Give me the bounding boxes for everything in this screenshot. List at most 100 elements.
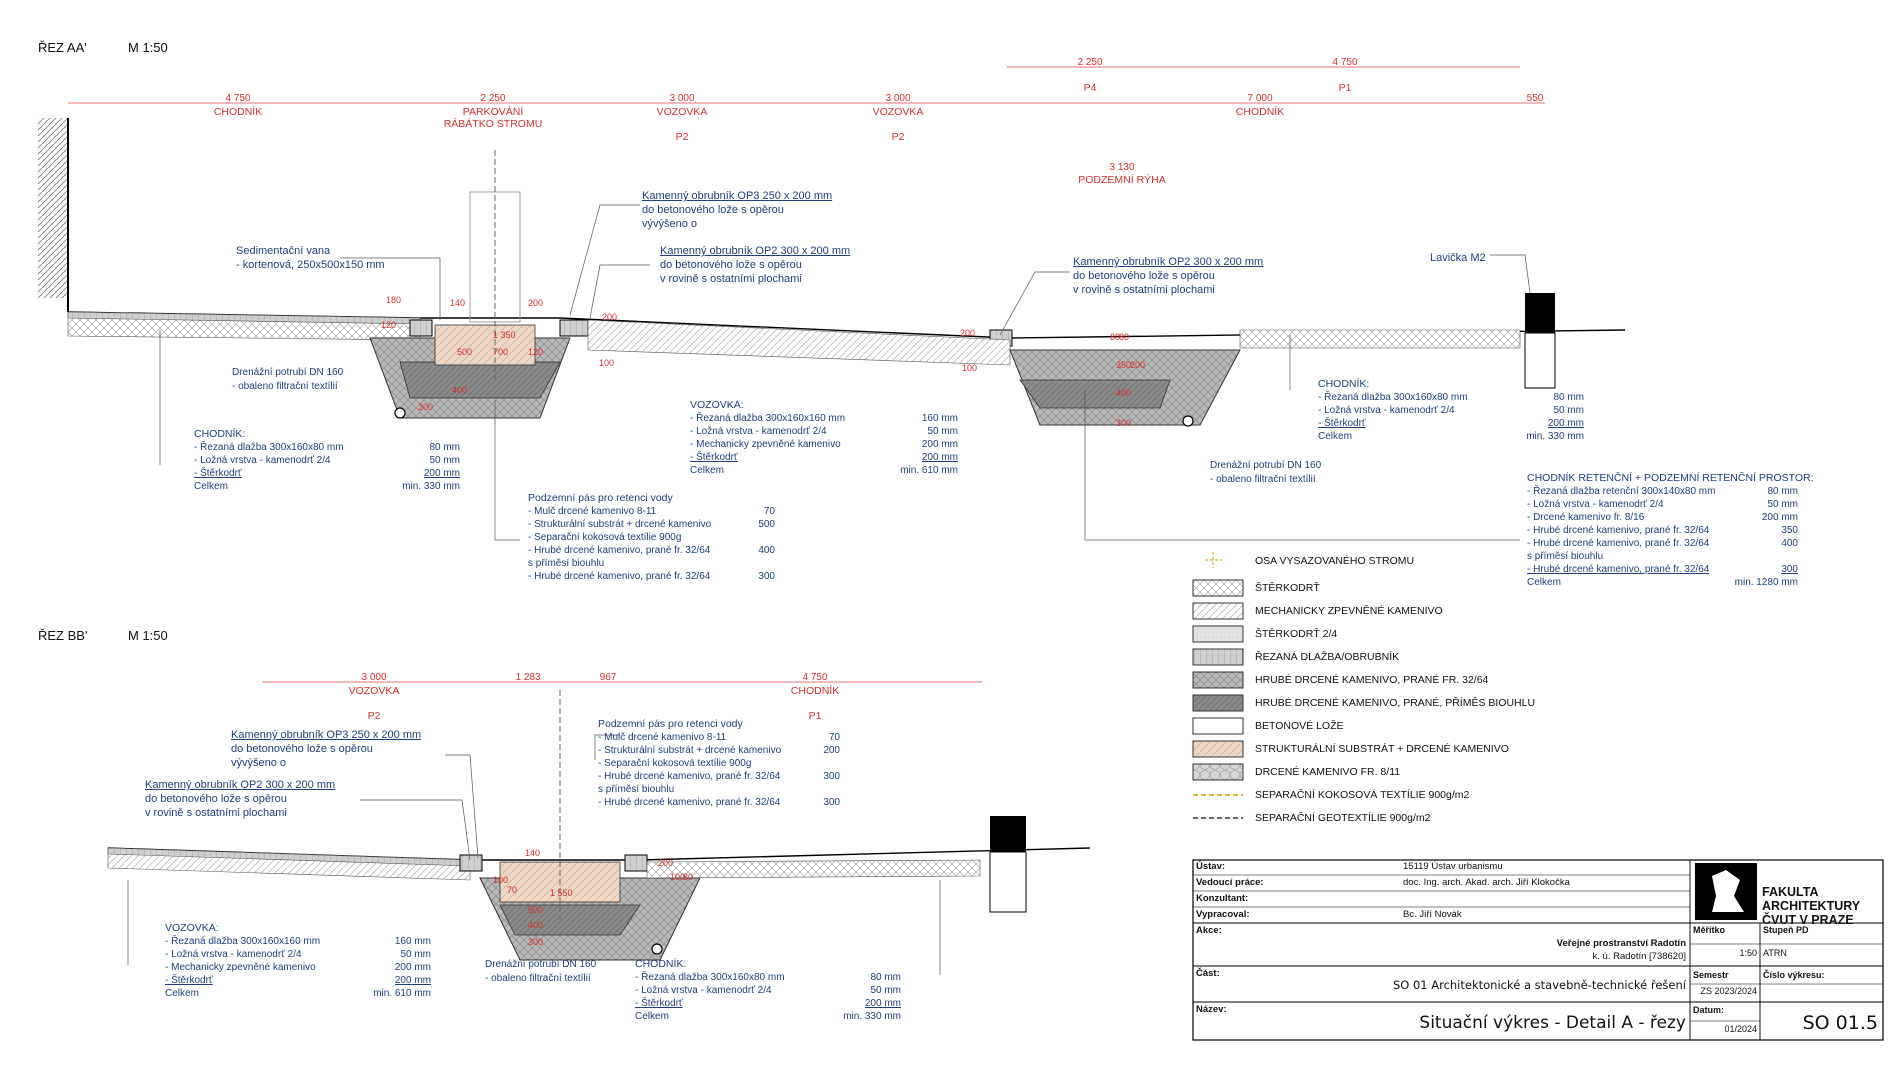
tbl-chodnik-left-row-value: min. 330 mm bbox=[402, 481, 460, 492]
dim-top-value-aa: 4 750 bbox=[1332, 57, 1358, 68]
legend-dlaz-swatch bbox=[1192, 648, 1244, 666]
tbl-vozovka-bb-row-label: Celkem bbox=[165, 988, 199, 999]
drain-pipe-aa-right bbox=[1182, 415, 1194, 427]
tbl-pas-bb-row-value: 200 bbox=[823, 745, 840, 756]
callout-op2a-aa: v rovině s ostatními plochami bbox=[660, 273, 802, 285]
tbl-pas-bb-row-label: - Strukturální substrát + drcené kameniv… bbox=[598, 745, 782, 756]
legend-sterk-swatch bbox=[1192, 579, 1244, 597]
section-bb-scale: M 1:50 bbox=[128, 628, 168, 643]
tb-akce-label: Akce: bbox=[1196, 925, 1222, 936]
tb-ved-label: Vedoucí práce: bbox=[1196, 877, 1264, 888]
tbl-chodnik-bb-row-label: - Řezaná dlažba 300x160x80 mm bbox=[635, 972, 785, 983]
tbl-chodnik-left-row-value: 80 mm bbox=[429, 442, 460, 453]
dim-label-aa: VOZOVKA bbox=[656, 106, 708, 118]
title-block-frame bbox=[1192, 859, 1884, 1041]
callout-op2b-aa: v rovině s ostatními plochami bbox=[1073, 284, 1215, 296]
legend-item-hdkb: HRUBÉ DRCENÉ KAMENIVO, PRANÉ, PŘÍMĚS BIO… bbox=[1255, 697, 1536, 709]
bench-m2-aa bbox=[1525, 293, 1555, 333]
dim-label2-aa: RÁBÁTKO STROMU bbox=[443, 118, 543, 130]
legend-swatches bbox=[1192, 552, 1244, 819]
leader-op2a-aa bbox=[589, 264, 650, 319]
tb-ved-value: doc. Ing. arch. Akad. arch. Jiří Klokočk… bbox=[1403, 877, 1570, 888]
tbl-pas-aa-row-label: - Mulč drcené kamenivo 8-11 bbox=[528, 506, 657, 517]
tbl-retencni-row-value: 350 bbox=[1781, 525, 1798, 536]
tbl-pas-bb-row-value: 70 bbox=[828, 732, 840, 743]
callout-op3-bb: Kamenný obrubník OP3 250 x 200 mm bbox=[231, 729, 422, 741]
tbl-vozovka-aa-row-value: 50 mm bbox=[927, 426, 958, 437]
layer-sterk-bb-right bbox=[646, 859, 981, 879]
legend-s24-swatch bbox=[1192, 625, 1244, 643]
leader-vana-aa bbox=[340, 257, 441, 320]
tbl-retencni-row-label: - Hrubé drcené kamenivo, prané fr. 32/64 bbox=[1527, 564, 1710, 575]
tbl-pas-aa-row-value: 400 bbox=[758, 545, 775, 556]
tbl-chodnik-right-row-value: 80 mm bbox=[1553, 392, 1584, 403]
tbl-pas-bb-row-label: - Hrubé drcené kamenivo, prané fr. 32/64 bbox=[598, 771, 781, 782]
legend-item-dk: DRCENÉ KAMENIVO FR. 8/11 bbox=[1255, 766, 1401, 778]
tbl-vozovka-aa-row-label: Celkem bbox=[690, 465, 724, 476]
callout-op2-bb: Kamenný obrubník OP2 300 x 200 mm bbox=[145, 779, 336, 791]
legend-item-dlaz: ŘEZANÁ DLAŽBA/OBRUBNÍK bbox=[1255, 651, 1400, 663]
tb-stup-value: ATRN bbox=[1763, 948, 1787, 958]
tbl-retencni-row-label: s příměsí biouhlu bbox=[1527, 551, 1604, 562]
leader-pas-bb bbox=[594, 734, 620, 760]
tbl-vozovka-bb-row-label: - Ložná vrstva - kamenodrť 2/4 bbox=[165, 949, 302, 960]
tbl-chodnik-left-row-label: - Štěrkodrť bbox=[194, 468, 242, 479]
dim-small-aa: 200 bbox=[602, 312, 618, 322]
tbl-chodnik-right-row-label: - Řezaná dlažba 300x160x80 mm bbox=[1318, 392, 1468, 403]
dim-label-aa: PARKOVÁNÍ bbox=[462, 106, 524, 118]
cvut-lion-icon bbox=[1712, 870, 1744, 912]
callout-op2a-aa: Kamenný obrubník OP2 300 x 200 mm bbox=[660, 245, 851, 257]
dim-value-aa: 3 000 bbox=[669, 93, 695, 104]
dim-label-aa: CHODNÍK bbox=[1235, 106, 1285, 118]
leader-pas-aa bbox=[494, 400, 520, 541]
curb-op2-bb bbox=[624, 854, 648, 872]
legend-item-s24: ŠTĚRKODRŤ 2/4 bbox=[1255, 628, 1338, 640]
curb-op3-aa bbox=[409, 319, 433, 337]
section-aa-scale: M 1:50 bbox=[128, 40, 168, 55]
tbl-chodnik-bb-row-value: 200 mm bbox=[864, 998, 901, 1009]
tb-vyp-value: Bc. Jiří Novák bbox=[1403, 909, 1462, 920]
callout-op3-bb: vývýšeno o bbox=[231, 757, 287, 769]
tbl-pas-bb-row-value: 300 bbox=[823, 771, 840, 782]
dim-small-aa: 120 bbox=[528, 347, 544, 357]
tbl-retencni-row-label: - Drcené kamenivo fr. 8/16 bbox=[1527, 512, 1645, 523]
legend-item-sterk: ŠTĚRKODRŤ bbox=[1255, 582, 1320, 594]
legend-bet-swatch bbox=[1192, 717, 1244, 735]
dim-small-aa: 300 bbox=[1116, 418, 1132, 428]
callout-op2-bb: do betonového lože s opěrou bbox=[145, 793, 287, 805]
callout-vana-aa: Sedimentační vana bbox=[236, 245, 331, 257]
section-bb bbox=[107, 681, 1091, 975]
tbl-chodnik-bb-row-label: - Štěrkodrť bbox=[635, 998, 683, 1009]
tbl-vozovka-bb-row-value: 160 mm bbox=[394, 936, 431, 947]
tbl-vozovka-aa-row-label: - Řezaná dlažba 300x160x160 mm bbox=[690, 413, 846, 424]
tbl-pas-aa-row-label: s příměsí biouhlu bbox=[528, 558, 605, 569]
tbl-pas-aa-row-label: - Hrubé drcené kamenivo, prané fr. 32/64 bbox=[528, 545, 711, 556]
dim-p-bb: P2 bbox=[367, 710, 381, 722]
tb-akce-value2: k. ú. Radotín [738620] bbox=[1592, 951, 1686, 962]
legend-item-sub: STRUKTURÁLNÍ SUBSTRÁT + DRCENÉ KAMENIVO bbox=[1255, 743, 1509, 755]
tbl-vozovka-bb-title: VOZOVKA: bbox=[165, 922, 219, 934]
dim-small-aa: 80 bbox=[1119, 332, 1130, 342]
tbl-pas-bb-row-label: - Hrubé drcené kamenivo, prané fr. 32/64 bbox=[598, 797, 781, 808]
dim-value-aa: 4 750 bbox=[225, 93, 251, 104]
callout-op2b-aa: do betonového lože s opěrou bbox=[1073, 270, 1215, 282]
dim-small-aa: 500 bbox=[457, 347, 473, 357]
tbl-vozovka-bb-row-value: 50 mm bbox=[400, 949, 431, 960]
tbl-chodnik-right-row-value: 200 mm bbox=[1547, 418, 1584, 429]
bench-bb bbox=[990, 816, 1026, 852]
tbl-pas-aa-row-label: - Hrubé drcené kamenivo, prané fr. 32/64 bbox=[528, 571, 711, 582]
tb-fa2: ARCHITEKTURY bbox=[1762, 899, 1861, 913]
tbl-pas-aa-row-value: 500 bbox=[758, 519, 775, 530]
tbl-pas-bb-row-label: s příměsí biouhlu bbox=[598, 784, 675, 795]
dim-p-aa: P2 bbox=[891, 131, 905, 143]
legend-hdk-swatch bbox=[1192, 671, 1244, 689]
tree-substrate-aa bbox=[434, 324, 536, 366]
tb-nazev-label: Název: bbox=[1196, 1004, 1227, 1015]
tbl-chodnik-bb-row-label: - Ložná vrstva - kamenodrť 2/4 bbox=[635, 985, 772, 996]
legend-hdkb-swatch bbox=[1192, 694, 1244, 712]
tbl-chodnik-right-row-label: - Štěrkodrť bbox=[1318, 418, 1366, 429]
tbl-chodnik-right-row-label: - Ložná vrstva - kamenodrť 2/4 bbox=[1318, 405, 1455, 416]
dim-small-bb: 1 550 bbox=[550, 888, 573, 898]
callout-op3-bb: do betonového lože s opěrou bbox=[231, 743, 373, 755]
dim-small-bb: 300 bbox=[528, 937, 544, 947]
